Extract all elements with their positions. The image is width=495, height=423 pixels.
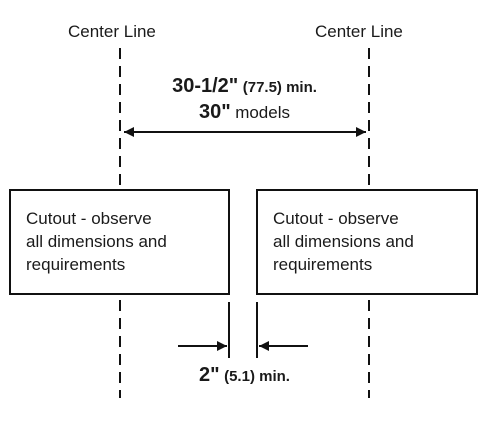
top-dimension-value: 30-1/2" xyxy=(172,75,239,97)
center-line-label-right: Center Line xyxy=(315,22,403,41)
center-line-label-left: Center Line xyxy=(68,22,156,41)
top-dimension-value2: 30" xyxy=(199,101,231,123)
cutout-right-line2: all dimensions and xyxy=(273,232,414,251)
top-dimension-metric: (77.5) min. xyxy=(242,79,317,96)
bottom-dimension-label: 2" (5.1) min. xyxy=(120,364,369,388)
cutout-text-right: Cutout - observe all dimensions and requ… xyxy=(273,207,414,276)
cutout-left-line1: Cutout - observe xyxy=(26,209,152,228)
top-dimension-models-label: 30" models xyxy=(120,101,369,125)
top-dimension-label: 30-1/2" (77.5) min. xyxy=(120,75,369,99)
cutout-right-line3: requirements xyxy=(273,255,373,274)
cutout-left-line3: requirements xyxy=(26,255,126,274)
bottom-dimension-metric: (5.1) min. xyxy=(224,368,290,385)
cutout-text-left: Cutout - observe all dimensions and requ… xyxy=(26,207,167,276)
top-dimension-note: models xyxy=(235,103,290,122)
cutout-left-line2: all dimensions and xyxy=(26,232,167,251)
cutout-box-right xyxy=(256,189,478,295)
bottom-dimension-value: 2" xyxy=(199,364,220,386)
cutout-right-line1: Cutout - observe xyxy=(273,209,399,228)
cutout-box-left xyxy=(9,189,230,295)
